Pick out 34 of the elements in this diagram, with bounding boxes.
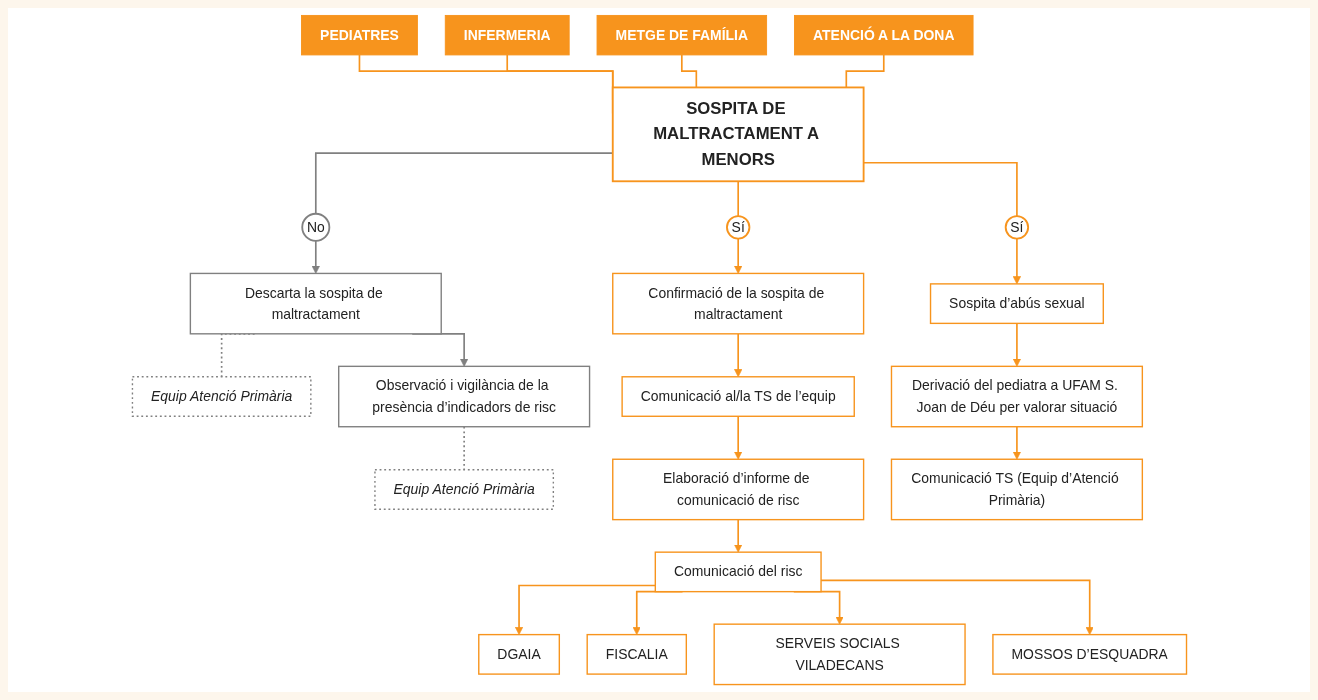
arrow — [1012, 322, 1021, 367]
arrow — [733, 333, 742, 378]
node-box: SERVEIS SOCIALS VILADECANS — [713, 623, 966, 686]
node-circle: No — [300, 212, 330, 242]
node-box: Equip Atenció Primària — [131, 376, 312, 417]
node-box: Confirmació de la sospita de maltractament — [611, 272, 864, 335]
node-box: DGAIA — [477, 633, 560, 675]
node-box: FISCALIA — [586, 633, 687, 675]
node-box: Comunicació TS (Equip d’Atenció Primària) — [890, 458, 1143, 521]
node-box: Comunicació del risc — [654, 551, 822, 593]
node-box: MOSSOS D’ESQUADRA — [991, 633, 1187, 675]
node-box: SOSPITA DE MALTRACTAMENT A MENORS — [611, 86, 865, 183]
node-box: Sospita d’abús sexual — [929, 283, 1104, 325]
node-circle: Sí — [725, 215, 750, 240]
arrow — [733, 237, 742, 274]
arrow — [733, 518, 742, 553]
node-box: Equip Atenció Primària — [373, 469, 554, 510]
node-circle: Sí — [1004, 215, 1029, 240]
connector — [680, 54, 697, 89]
node-box: METGE DE FAMÍLIA — [596, 14, 767, 56]
node-box: Descarta la sospita de maltractament — [189, 272, 442, 335]
node-box: Comunicació al/la TS de l’equip — [620, 376, 855, 417]
arrow — [733, 415, 742, 460]
connector — [845, 54, 885, 89]
node-box: Derivació del pediatra a UFAM S. Joan de Déu per valorar situació — [890, 365, 1143, 428]
arrow — [1012, 425, 1021, 460]
node-box: PEDIATRES — [300, 14, 418, 56]
node-box: ATENCIÓ A LA DONA — [793, 14, 974, 56]
node-box: INFERMERIA — [444, 14, 570, 56]
connector — [736, 180, 739, 217]
node-box: Observació i vigilància de la presència d’indicadors de risc — [337, 365, 590, 428]
arrow — [311, 240, 320, 274]
node-box: Elaboració d’informe de comunicació de risc — [611, 458, 864, 521]
arrow — [1012, 237, 1021, 285]
